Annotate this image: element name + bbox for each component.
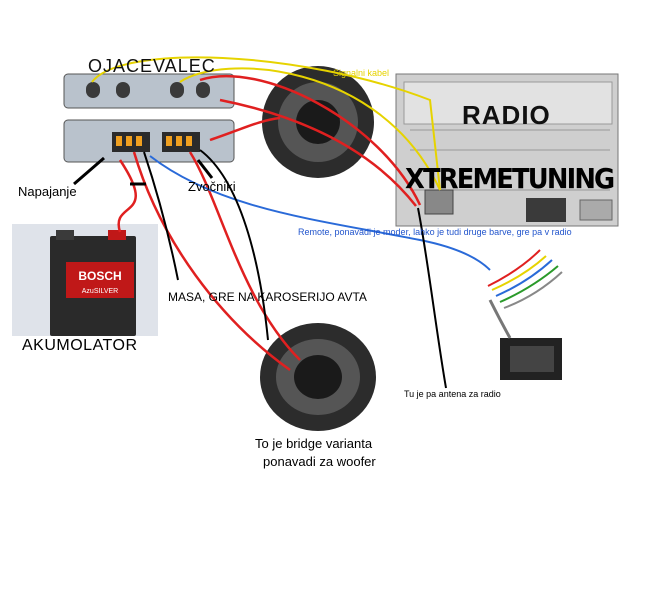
battery: BOSCH AzuSILVER — [12, 224, 158, 336]
brand-label: XTREMETUNING — [405, 162, 615, 195]
amplifier-label: OJACEVALEC — [88, 56, 216, 76]
speaker-top — [262, 66, 374, 178]
bridge-label-line1: To je bridge varianta — [255, 436, 373, 451]
remote-label: Remote, ponavadi je moder, lahko je tudi… — [298, 227, 572, 237]
iso-connector — [487, 249, 563, 380]
bridge-label-line2: ponavadi za woofer — [263, 454, 376, 469]
speaker-bottom — [260, 323, 376, 431]
speakers-label: Zvočniki — [188, 179, 236, 194]
signal-wires — [91, 56, 441, 191]
pointer-arrows — [73, 156, 214, 186]
amplifier — [63, 73, 235, 163]
remote-wire — [149, 155, 491, 271]
ground-wires — [143, 149, 447, 389]
radio-unit — [395, 73, 619, 227]
signal-cable-label: Signalni kabel — [333, 68, 390, 78]
antenna-label: Tu je pa antena za radio — [404, 389, 501, 399]
battery-label: AKUMOLATOR — [22, 337, 138, 354]
radio-label: RADIO — [462, 100, 551, 130]
ground-label: MASA, GRE NA KAROSERIJO AVTA — [168, 290, 367, 304]
power-label: Napajanje — [18, 184, 77, 199]
battery-brand: BOSCH — [78, 269, 121, 283]
battery-model: AzuSILVER — [82, 288, 118, 295]
